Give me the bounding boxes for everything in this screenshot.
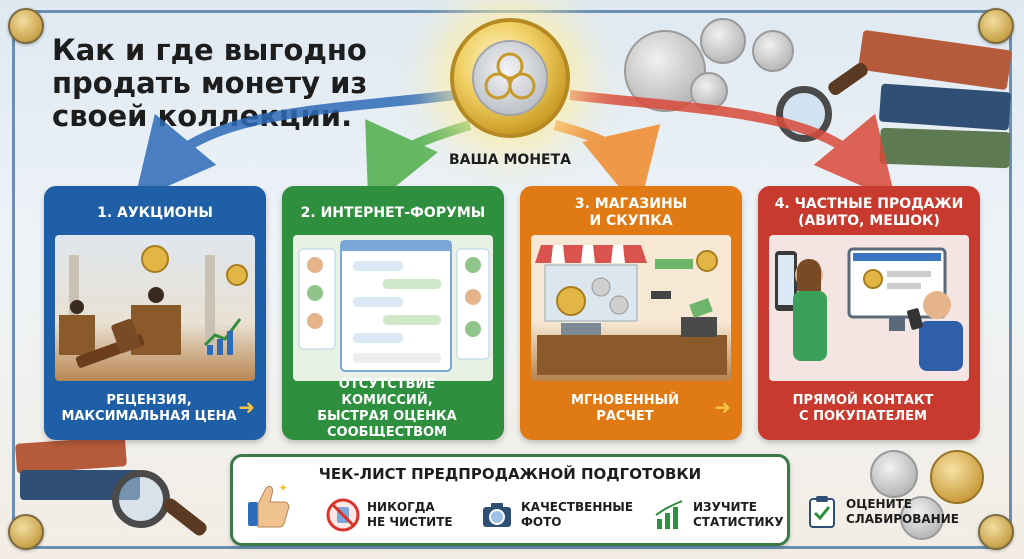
checklist-panel: ЧЕК-ЛИСТ ПРЕДПРОДАЖНОЙ ПОДГОТОВКИ НИКОГД… [230, 454, 790, 546]
silver-coin-icon [752, 30, 794, 72]
coin-caption: ВАША МОНЕТА [448, 152, 571, 168]
camera-icon [483, 503, 511, 527]
card-private-sales: 4. ЧАСТНЫЕ ПРОДАЖИ (АВИТО, МЕШОК) ПРЯМОЙ… [758, 186, 980, 440]
card-benefit: ОТСУТСТВИЕ КОМИССИЙ, БЫСТРАЯ ОЦЕНКА СООБ… [317, 377, 457, 440]
private-sales-scene [769, 235, 969, 381]
corner-coin-icon [978, 8, 1014, 44]
card-title: 3. МАГАЗИНЫ И СКУПКА [574, 196, 688, 229]
arrow-right-icon: ➜ [714, 395, 731, 419]
card-title: 2. ИНТЕРНЕТ-ФОРУМЫ [300, 204, 486, 221]
arrow-to-forums [365, 119, 472, 209]
checklist-item: ИЗУЧИТЕ СТАТИСТИКУ [651, 497, 784, 533]
no-cleaning-icon [326, 498, 360, 532]
arrow-to-shops [553, 120, 661, 212]
auction-scene [55, 235, 255, 381]
shop-scene [531, 235, 731, 381]
clipboard-check-icon [809, 496, 835, 528]
checklist-item-label: ИЗУЧИТЕ СТАТИСТИКУ [693, 500, 784, 529]
corner-coin-icon [8, 8, 44, 44]
card-title: 1. АУКЦИОНЫ [97, 204, 213, 221]
card-title: 4. ЧАСТНЫЕ ПРОДАЖИ (АВИТО, МЕШОК) [774, 196, 964, 229]
arrow-to-private [569, 90, 896, 201]
chart-icon [655, 500, 683, 529]
arrow-right-icon: ➜ [238, 395, 255, 419]
arrow-to-auctions [134, 90, 456, 201]
card-forums: 2. ИНТЕРНЕТ-ФОРУМЫ ОТСУТСТВИЕ КОМИССИЙ, … [282, 186, 504, 440]
corner-coin-icon [8, 514, 44, 550]
checklist-title: ЧЕК-ЛИСТ ПРЕДПРОДАЖНОЙ ПОДГОТОВКИ [318, 465, 702, 483]
card-benefit: РЕЦЕНЗИЯ, МАКСИМАЛЬНАЯ ЦЕНА [61, 393, 237, 424]
checklist-item-label: ОЦЕНИТЕ СЛАБИРОВАНИЕ [846, 497, 959, 526]
checklist-item-label: НИКОГДА НЕ ЧИСТИТЕ [367, 500, 453, 529]
svg-text:✦: ✦ [278, 481, 288, 495]
silver-coin-icon [870, 450, 918, 498]
corner-coin-icon [978, 514, 1014, 550]
silver-coin-icon [700, 18, 746, 64]
gold-coin-icon [930, 450, 984, 504]
card-benefit: ПРЯМОЙ КОНТАКТ С ПОКУПАТЕЛЕМ [792, 393, 934, 424]
thumbs-up-icon: ✦ [248, 481, 290, 528]
forum-scene [293, 235, 493, 381]
checklist-item-label: КАЧЕСТВЕННЫЕ ФОТО [521, 500, 634, 529]
card-auctions: 1. АУКЦИОНЫ РЕЦЕНЗИЯ, МАКСИМАЛЬНАЯ ЦЕНА … [44, 186, 266, 440]
card-benefit: МГНОВЕННЫЙ РАСЧЕТ [570, 393, 680, 424]
silver-coin-icon [900, 496, 944, 540]
checklist-item: ОЦЕНИТЕ СЛАБИРОВАНИЕ [804, 494, 959, 530]
your-coin-icon [450, 18, 570, 138]
checklist-item: НИКОГДА НЕ ЧИСТИТЕ [325, 497, 453, 533]
checklist-item: КАЧЕСТВЕННЫЕ ФОТО [479, 497, 633, 533]
card-shops: 3. МАГАЗИНЫ И СКУПКА МГНОВЕННЫЙ РАСЧЕТ ➜ [520, 186, 742, 440]
